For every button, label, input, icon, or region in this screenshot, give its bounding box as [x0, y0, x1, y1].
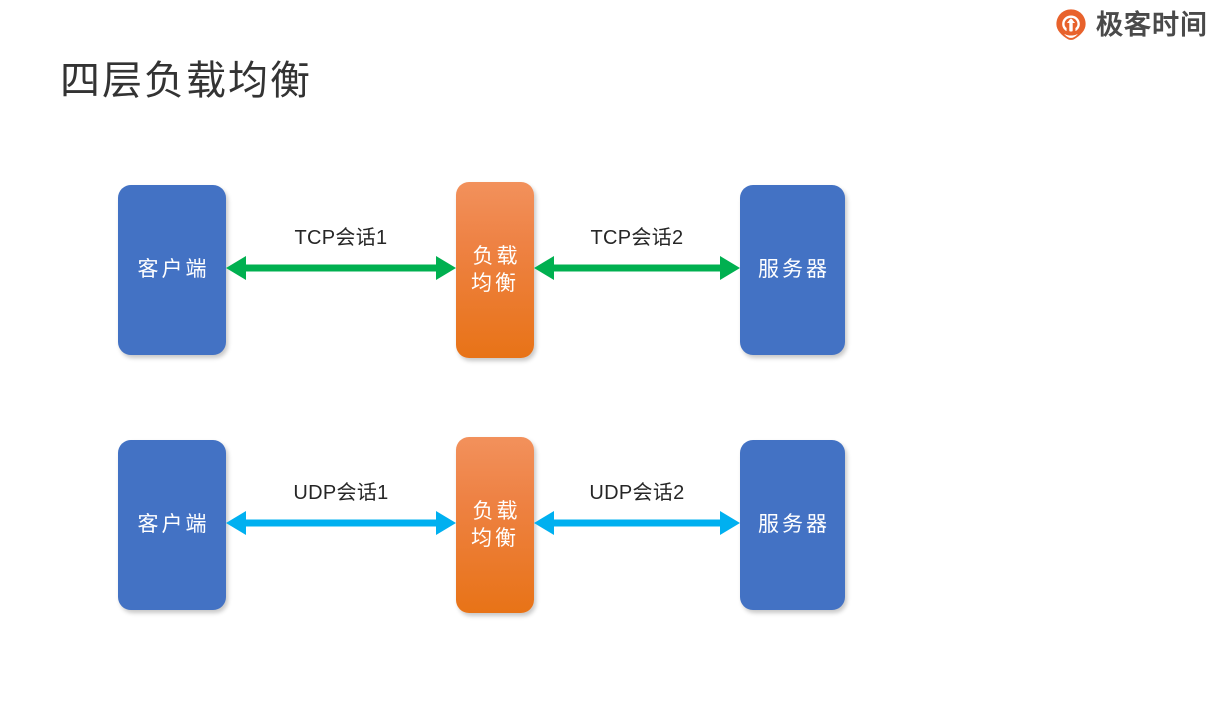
arrow-label-udp-session-2: UDP会话2: [589, 482, 685, 504]
bidirectional-arrow-icon: [226, 511, 456, 535]
arrow-lb-to-server-tcp: [534, 251, 740, 285]
arrow-client-to-lb-udp: [226, 506, 456, 540]
arrow-label-tcp-session-2: TCP会话2: [590, 227, 684, 249]
arrow-label-tcp-session-1: TCP会话1: [294, 227, 388, 249]
bidirectional-arrow-icon: [226, 256, 456, 280]
node-client-label: 客户端: [137, 258, 210, 282]
node-client-label: 客户端: [137, 513, 210, 537]
node-lb-line2: 均衡: [471, 527, 519, 550]
node-lb-line1: 负载: [472, 244, 521, 268]
brand-name: 极客时间: [1096, 9, 1208, 40]
brand-logo: 极客时间: [1054, 8, 1208, 42]
node-load-balancer-udp: 负载均衡: [456, 437, 534, 613]
node-server-tcp: 服务器: [740, 185, 845, 355]
arrow-lb-to-server-udp: [534, 506, 740, 540]
node-server-label: 服务器: [758, 258, 830, 282]
node-load-balancer-label: 负载均衡: [468, 243, 523, 298]
bidirectional-arrow-icon: [534, 511, 740, 535]
node-lb-line2: 均衡: [471, 272, 519, 295]
bidirectional-arrow-icon: [534, 256, 740, 280]
diagram-row-tcp: 客户端 负载均衡 服务器 TCP会话1 TCP会话2: [0, 182, 1226, 362]
node-client-tcp: 客户端: [118, 185, 226, 355]
node-load-balancer-tcp: 负载均衡: [456, 182, 534, 358]
node-load-balancer-label: 负载均衡: [468, 498, 523, 553]
arrow-label-udp-session-1: UDP会话1: [293, 482, 389, 504]
geektime-logo-icon: [1056, 9, 1086, 40]
arrow-client-to-lb-tcp: [226, 251, 456, 285]
node-lb-line1: 负载: [472, 499, 521, 523]
page-title: 四层负载均衡: [60, 58, 312, 103]
diagram-row-udp: 客户端 负载均衡 服务器 UDP会话1 UDP会话2: [0, 437, 1226, 617]
node-server-label: 服务器: [758, 513, 830, 537]
node-server-udp: 服务器: [740, 440, 845, 610]
node-client-udp: 客户端: [118, 440, 226, 610]
